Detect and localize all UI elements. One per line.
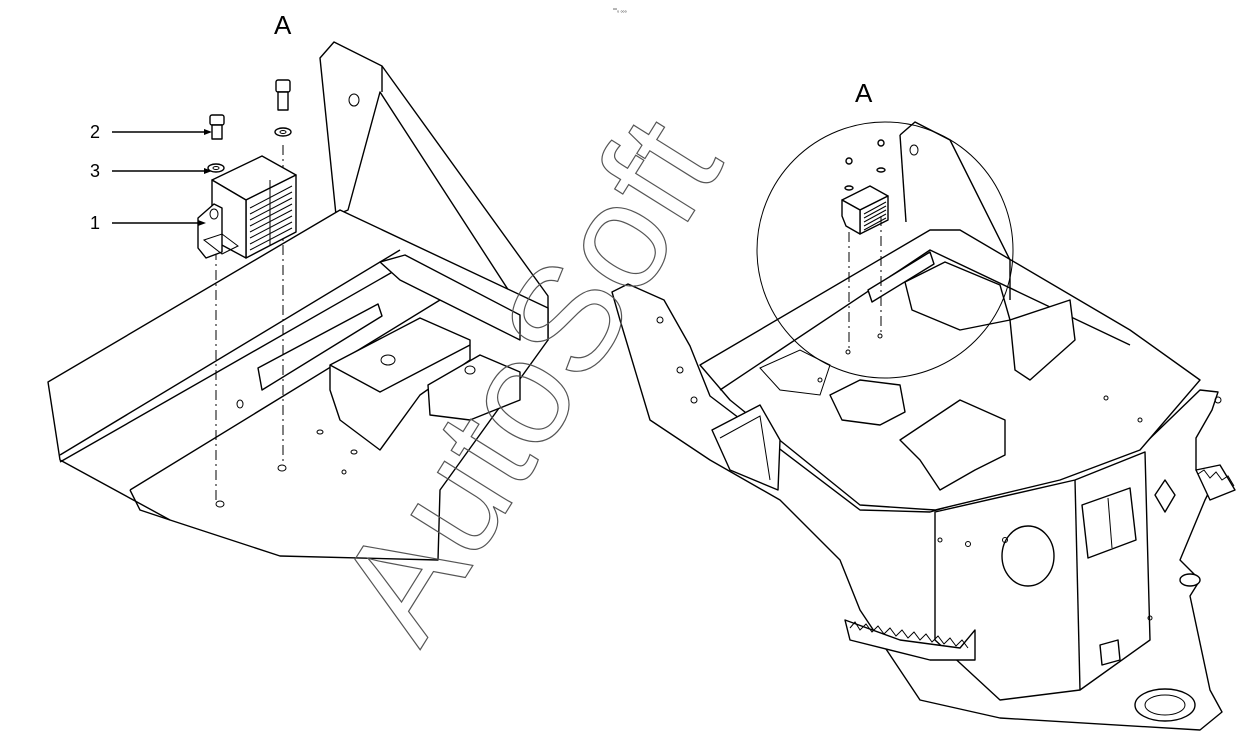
step-plate-left (844, 619, 976, 661)
deck-edge-lower (59, 261, 411, 463)
callout-1: 1 (90, 213, 100, 233)
cross-member (427, 354, 521, 421)
deck-hole (350, 449, 358, 455)
box-bracket-edge (329, 344, 471, 393)
tub-wall (699, 229, 1201, 511)
mount-flange (197, 203, 223, 259)
flange-hole (209, 208, 219, 220)
screw-right (274, 79, 292, 137)
deck-edge-top (59, 249, 401, 456)
lug (1179, 573, 1201, 587)
deck-hole (236, 399, 244, 409)
deck-slot (257, 303, 383, 391)
leader-arrow (198, 220, 206, 226)
front-box-edge (1074, 479, 1081, 691)
cross-hole (464, 365, 476, 375)
grille-slats (249, 180, 293, 251)
mount-hole (215, 500, 225, 508)
diamond-mark (1154, 479, 1176, 513)
step-teeth-right (1197, 469, 1235, 487)
box-hole (380, 354, 396, 366)
front-port (1001, 525, 1055, 587)
mount-hole (277, 464, 287, 472)
alarm-unit-small (841, 139, 889, 235)
box-bracket (329, 317, 471, 451)
floor-cutout (829, 379, 906, 426)
slew-ring (1134, 688, 1196, 722)
detail-view-label: A (274, 10, 292, 40)
deck-plate (47, 209, 549, 561)
tower-edge (899, 134, 907, 223)
detail-view: 2 3 1 A (47, 10, 549, 561)
reference-code: °°₀ ₀₀₀ (613, 8, 627, 14)
overview-label: A (855, 78, 873, 108)
leader-arrow (204, 168, 212, 174)
leader-arrow (204, 129, 212, 135)
frame-holes (656, 316, 1222, 621)
callout-3: 3 (90, 161, 100, 181)
window-divider (1107, 497, 1113, 549)
deck-corner (129, 489, 171, 521)
alarm-unit (197, 155, 297, 259)
floor-curve (759, 349, 831, 396)
overview: A (611, 78, 1236, 731)
front-window (1081, 487, 1137, 559)
screw-left (207, 114, 225, 173)
side-bracket (1009, 299, 1076, 381)
saddle-bracket (899, 399, 1006, 491)
deck-hole (316, 429, 324, 435)
step-teeth (849, 621, 969, 649)
slew-ring-inner (1144, 694, 1186, 716)
bracket-hole (348, 93, 360, 107)
step-plate-right (1195, 464, 1236, 501)
deck-hole (341, 469, 347, 475)
side-opening-inner (719, 415, 771, 481)
slot-right (867, 251, 935, 303)
detail-magnifier (756, 121, 1014, 379)
front-latch (1099, 639, 1121, 666)
tower-hole (909, 144, 919, 156)
flange-foot (202, 233, 239, 255)
rib (379, 254, 521, 341)
callout-2: 2 (90, 122, 100, 142)
side-opening (711, 404, 781, 491)
